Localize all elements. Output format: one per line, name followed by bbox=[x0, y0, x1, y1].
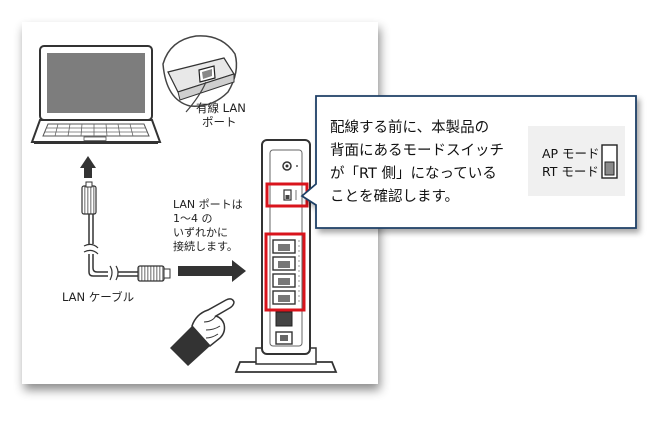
lan-ports-highlight bbox=[264, 232, 306, 312]
lan-cable-label: LAN ケーブル bbox=[62, 290, 134, 304]
ap-mode-label: AP モード bbox=[542, 146, 600, 161]
lan-port-instruction: LAN ポートは 1〜4 の いずれかに 接続します。 bbox=[173, 198, 246, 253]
pointing-hand-icon bbox=[170, 298, 235, 366]
callout-text: 配線する前に、本製品の 背面にあるモードスイッチ が「RT 側」になっている こ… bbox=[330, 119, 509, 205]
lan-cable-icon bbox=[81, 181, 171, 282]
mode-switch-icon bbox=[601, 144, 618, 179]
up-arrow-icon bbox=[80, 156, 96, 178]
wired-lan-port-label: 有線 LAN ポート bbox=[196, 101, 249, 129]
rt-mode-label: RT モード bbox=[542, 164, 599, 179]
laptop-icon bbox=[30, 45, 162, 144]
router-icon bbox=[234, 139, 338, 373]
mode-switch-panel: AP モード RT モード bbox=[528, 126, 625, 196]
right-arrow-icon bbox=[178, 260, 246, 282]
lan-port-zoom-inset bbox=[162, 35, 238, 113]
router-lan-ports bbox=[272, 239, 300, 305]
